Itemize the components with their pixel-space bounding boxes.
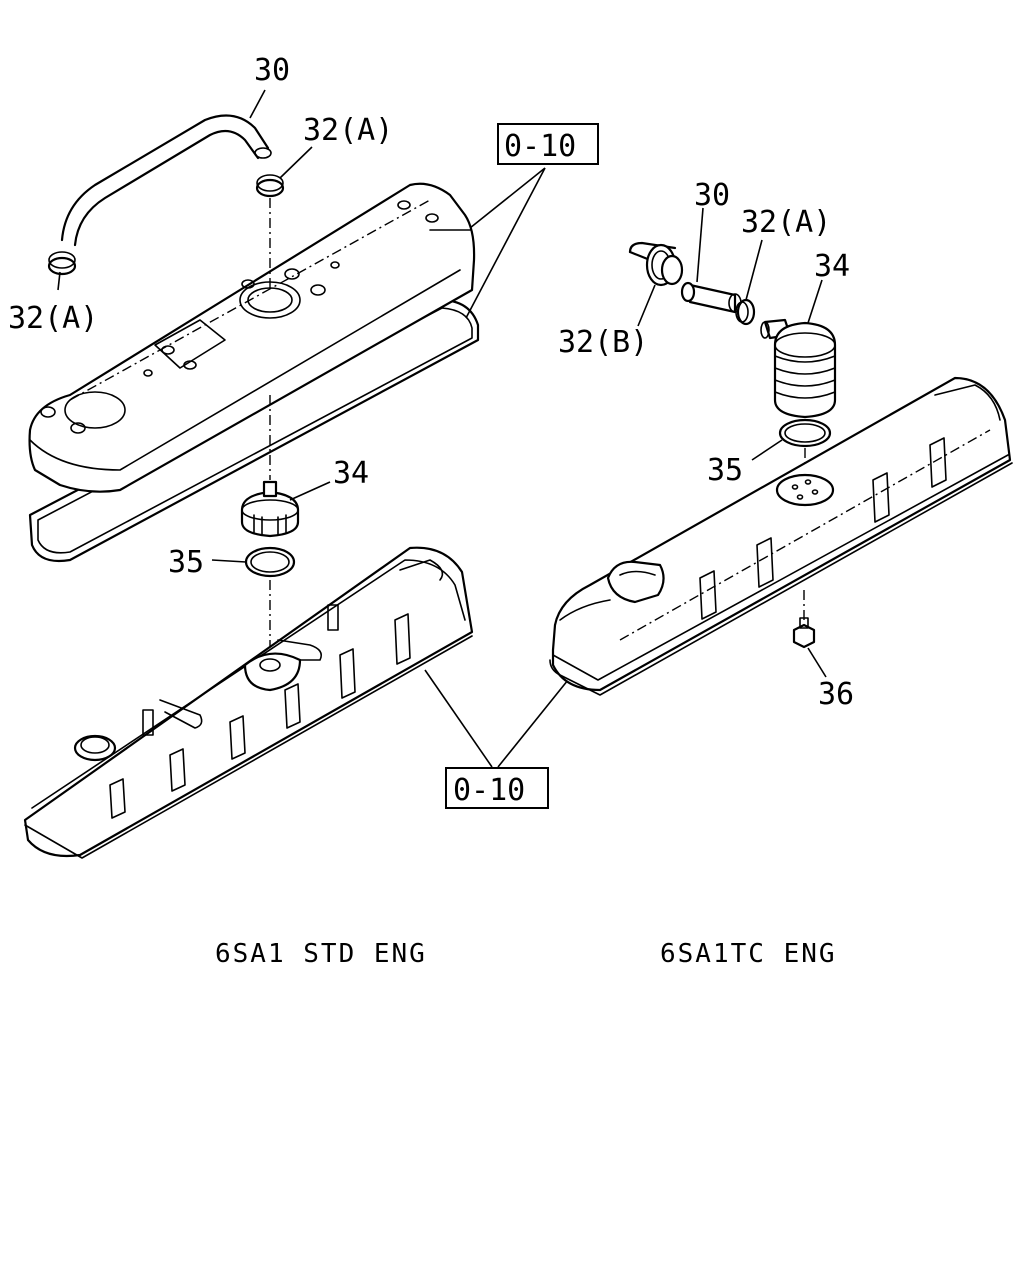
label-left-hose: 30 [254,53,290,88]
label-left-breather: 34 [333,456,369,491]
label-left-clip-left: 32(A) [8,301,98,336]
label-ref-bottom: 0-10 [453,773,525,808]
left-hose [60,114,272,247]
left-ref-leaders [424,167,569,768]
ref-box-top [497,123,599,165]
label-right-oring: 35 [707,453,743,488]
left-clip-left [47,251,77,276]
right-callout-leaders [637,207,827,678]
left-breather [240,395,300,538]
label-ref-top: 0-10 [504,129,576,164]
label-right-breather: 34 [814,249,850,284]
ref-box-bottom [445,767,549,809]
right-bolt [792,590,816,649]
caption-left: 6SA1 STD ENG [215,939,427,969]
label-right-bolt: 36 [818,677,854,712]
left-lower-cover [23,546,474,859]
right-breather [760,318,837,419]
left-callout-leaders [57,89,331,563]
left-upper-cover [28,182,480,563]
label-left-clip-top: 32(A) [303,113,393,148]
label-right-clip-b: 32(B) [558,325,648,360]
label-right-clip-a: 32(A) [741,205,831,240]
label-left-oring: 35 [168,545,204,580]
caption-right: 6SA1TC ENG [660,939,837,969]
right-hose-assembly [628,241,756,326]
label-right-hose: 30 [694,178,730,213]
left-clip-top [255,174,285,290]
right-cover [549,376,1013,696]
